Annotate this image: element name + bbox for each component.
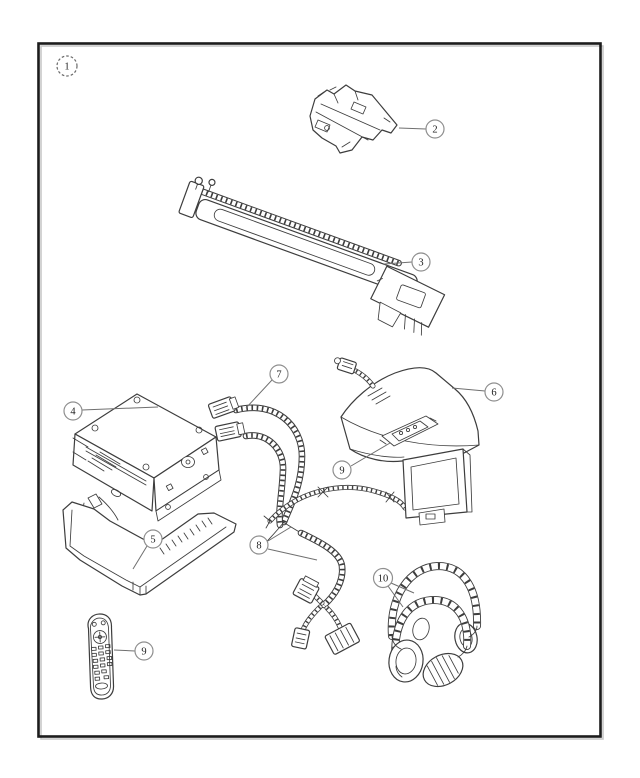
callout-leader-line [113, 649, 136, 652]
headphone-cup-front-right [422, 652, 464, 688]
remote-control-illustration [87, 613, 115, 700]
callout-number: 10 [378, 574, 389, 585]
cable-ties [317, 486, 395, 503]
figure-border [37, 42, 602, 738]
callout-layer: 1 2 3 4 5 6 7 8 9 10 9 [56, 55, 504, 661]
callout-circle [332, 460, 352, 480]
callout-2: 2 [398, 119, 445, 139]
harness-connector-a [207, 396, 240, 419]
callout-leader-line [390, 582, 415, 594]
harness-connector-ribbed [324, 622, 360, 655]
callout-leader-line [350, 442, 391, 467]
harness-connector-main [292, 575, 320, 604]
callout-number: 2 [432, 125, 437, 136]
bezel-tray-illustration [62, 493, 237, 596]
harness-connector-b [214, 421, 246, 442]
callout-circle [63, 401, 83, 421]
callout-leader-line [132, 545, 148, 570]
callout-leader-line [81, 406, 159, 411]
rail-slot [213, 208, 376, 276]
dvd-front-face [72, 433, 155, 512]
bracket-slot-upper [350, 101, 367, 115]
callout-leader-line [267, 526, 292, 542]
dvd-disc-slot [85, 446, 147, 486]
console-remote-recess [379, 415, 439, 447]
dvd-player-illustration [72, 393, 222, 522]
wiring-harness-lower-illustration [291, 533, 360, 655]
callout-8: 8 [249, 526, 318, 561]
callout-circle [143, 529, 163, 549]
callout-leader-line [267, 548, 318, 561]
dvd-bottom-flange [155, 469, 222, 522]
tray-ribbing [159, 517, 213, 555]
console-hatching [367, 387, 391, 405]
tray-outline [62, 501, 237, 596]
harness-connector-small [291, 627, 311, 650]
callout-3: 3 [383, 252, 431, 272]
callout-circle [269, 364, 289, 384]
callout-circle [372, 567, 394, 589]
figure-border-shadow [40, 45, 604, 740]
console-housing [340, 367, 480, 463]
wiring-harness-upper-illustration [207, 396, 302, 548]
console-top-connector [334, 357, 357, 375]
callout-number: 6 [491, 388, 496, 399]
bracket-slot-lower [314, 119, 331, 133]
callout-leader-line [398, 127, 427, 130]
callout-1: 1 [56, 55, 78, 77]
remote-buttons [91, 644, 113, 690]
callout-4: 4 [63, 401, 159, 421]
callout-10: 10 [372, 567, 415, 608]
overhead-console-illustration [263, 357, 480, 529]
callout-circle [56, 55, 78, 77]
callout-number: 8 [256, 541, 261, 552]
callout-circle [411, 252, 431, 272]
callout-5: 5 [132, 529, 163, 570]
callout-leader-line [383, 261, 413, 265]
callout-number: 5 [150, 535, 155, 546]
screen-panel [410, 457, 460, 511]
callout-7: 7 [245, 364, 289, 409]
callout-9: 9 [332, 442, 391, 480]
mounting-rail-illustration [178, 176, 446, 336]
callout-number: 7 [276, 370, 281, 381]
console-screen [402, 448, 473, 526]
callout-circle [134, 641, 154, 661]
callout-9: 9 [113, 641, 154, 661]
mounting-bracket-illustration [309, 84, 398, 154]
callout-leader-line [245, 379, 273, 409]
callout-number: 1 [64, 62, 69, 73]
headphones-illustration [386, 566, 480, 688]
callout-number: 4 [70, 407, 76, 418]
callout-number: 3 [418, 258, 423, 269]
callout-leader-line [387, 585, 404, 608]
callout-circle [425, 119, 445, 139]
callout-circle [484, 382, 504, 402]
callout-6: 6 [451, 382, 504, 402]
callout-number: 9 [339, 466, 344, 477]
callout-number: 9 [141, 647, 146, 658]
callout-circle [249, 535, 269, 555]
callout-leader-line [451, 387, 486, 392]
